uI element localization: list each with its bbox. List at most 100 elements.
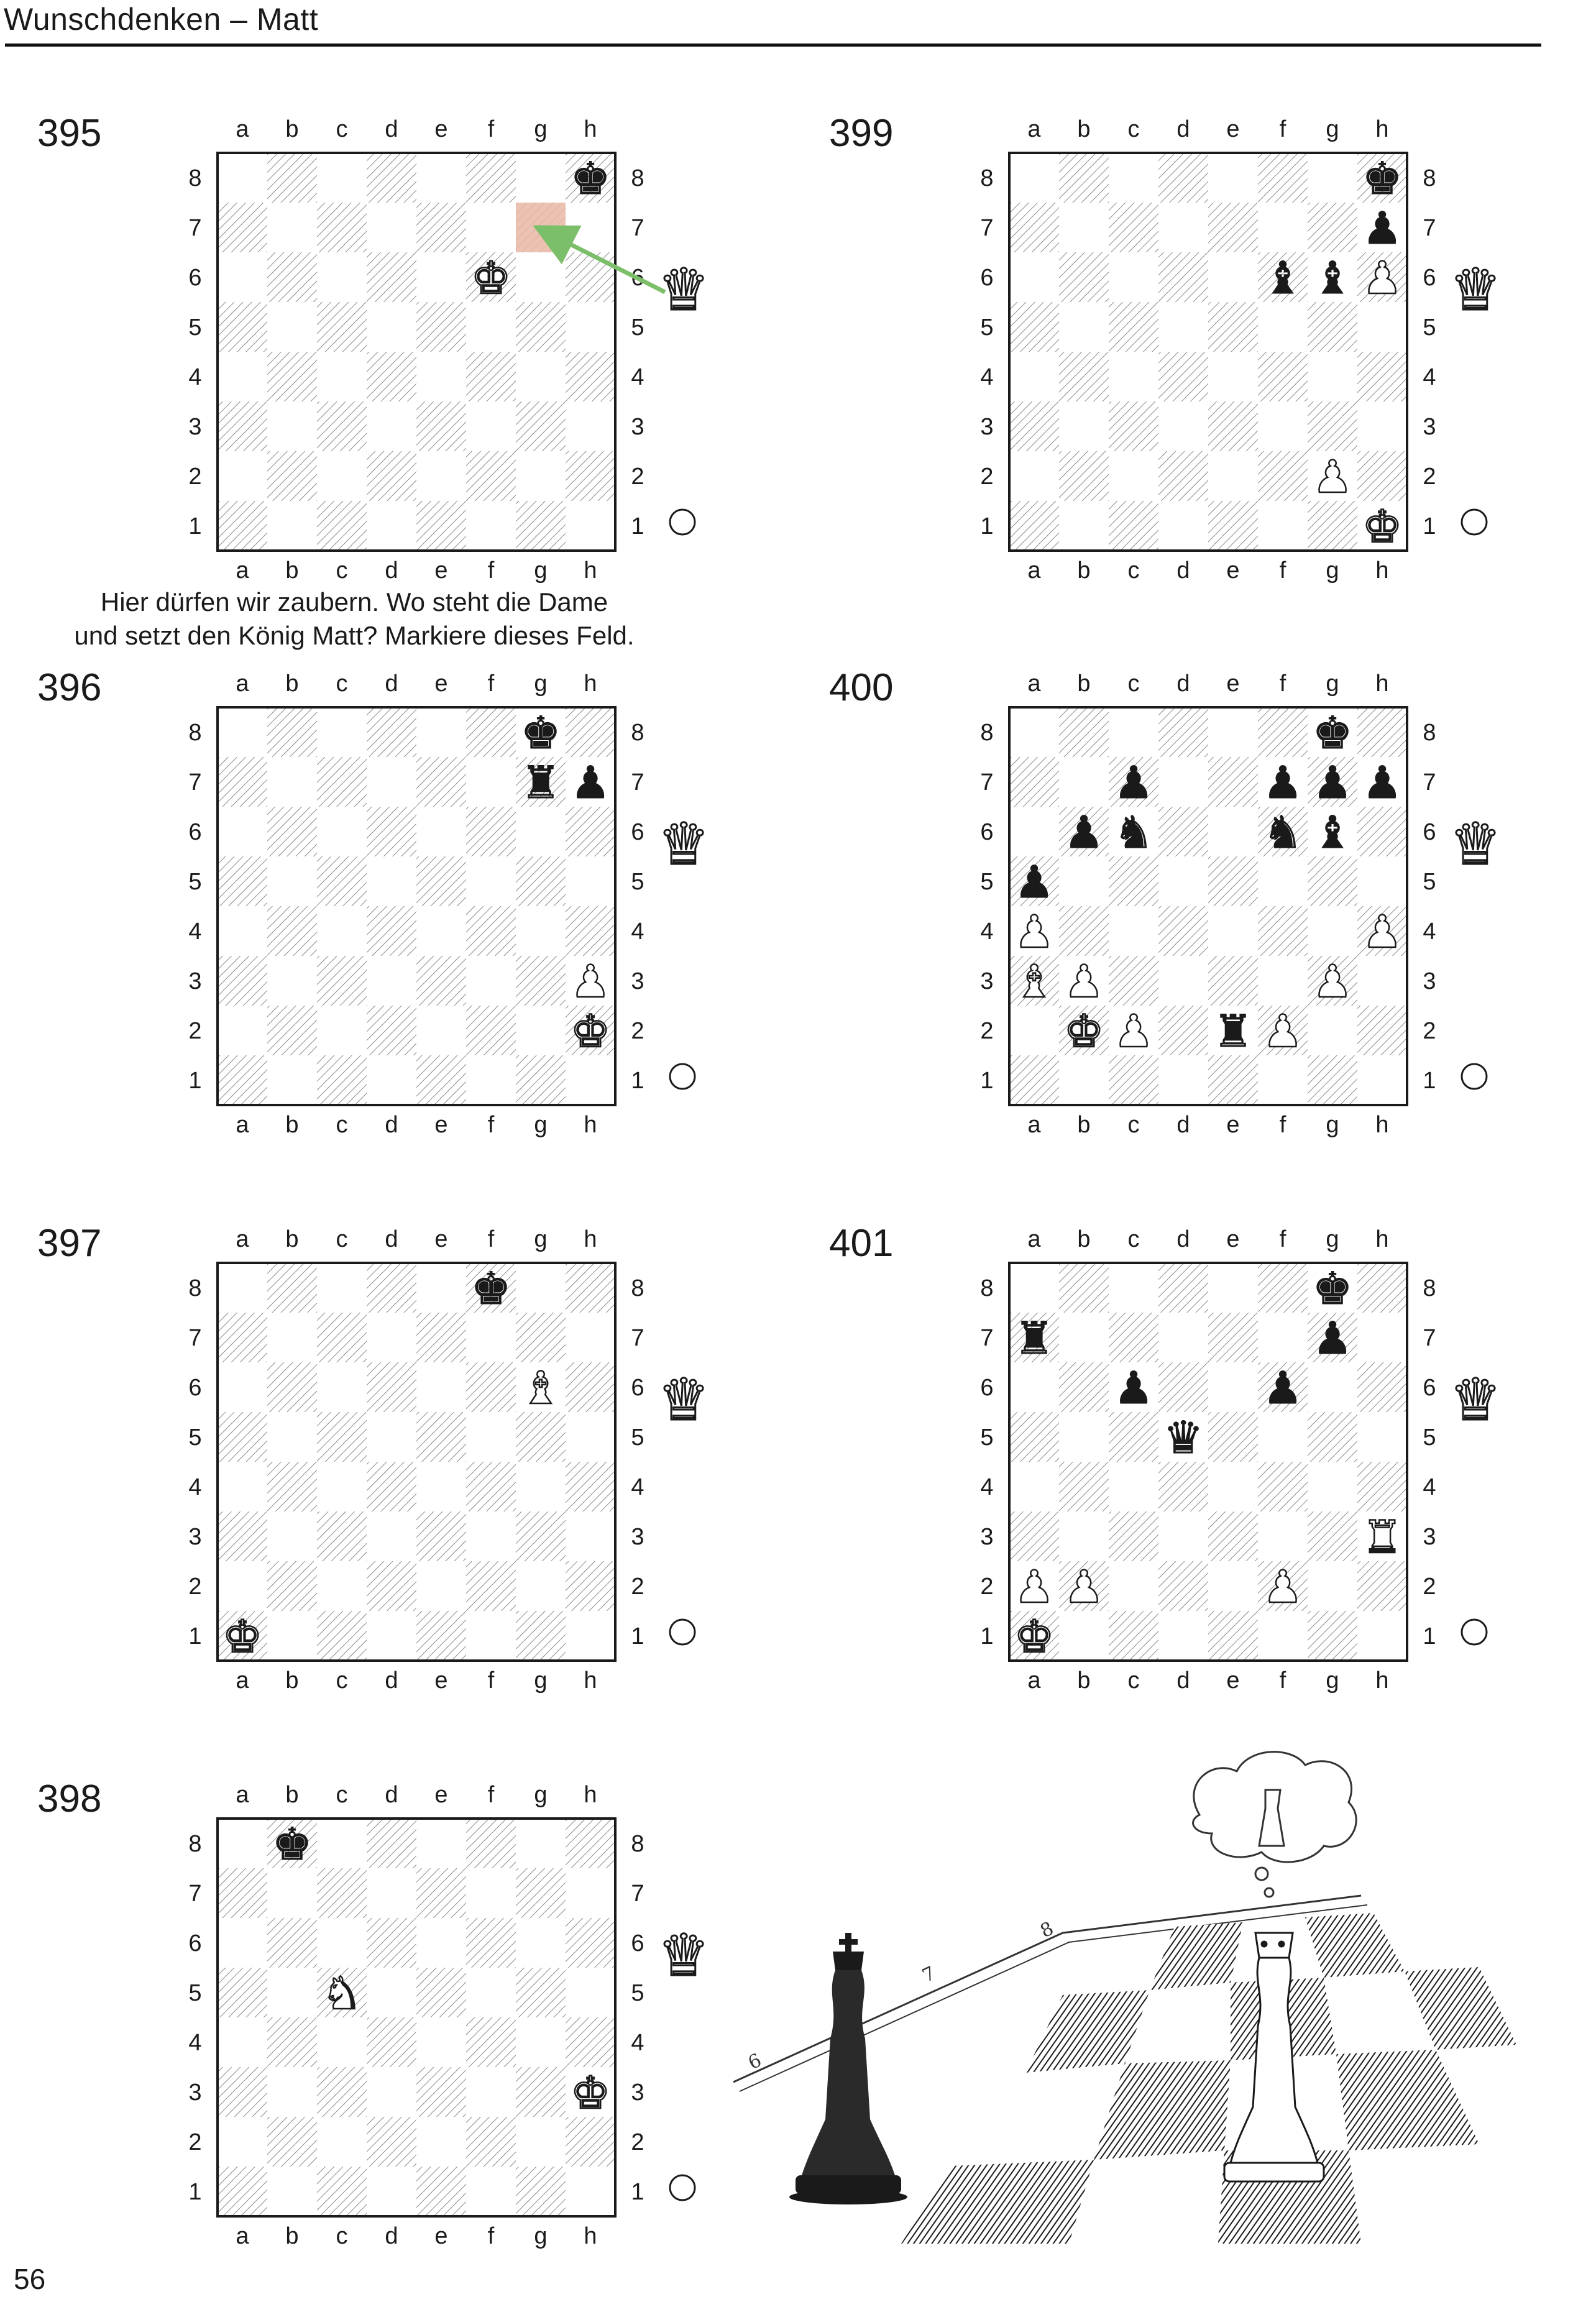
square-d3[interactable]	[1158, 1512, 1208, 1561]
square-d4[interactable]	[367, 1462, 416, 1512]
square-b6[interactable]	[1059, 807, 1109, 856]
square-b8[interactable]	[267, 153, 317, 203]
square-e2[interactable]	[416, 2117, 466, 2167]
square-g5[interactable]	[516, 1412, 566, 1462]
square-f8[interactable]	[466, 1819, 516, 1868]
square-d6[interactable]	[367, 807, 416, 856]
square-d3[interactable]	[367, 401, 416, 451]
square-c4[interactable]	[317, 2017, 367, 2067]
square-g6[interactable]	[1308, 252, 1357, 302]
square-b1[interactable]	[267, 1055, 317, 1105]
square-a3[interactable]	[1009, 956, 1059, 1006]
square-h3[interactable]	[1357, 401, 1407, 451]
square-a4[interactable]	[1009, 352, 1059, 401]
square-a2[interactable]	[218, 451, 267, 501]
square-d3[interactable]	[367, 2067, 416, 2117]
square-e4[interactable]	[1208, 906, 1258, 956]
square-h7[interactable]	[1357, 1313, 1407, 1362]
square-f6[interactable]	[466, 807, 516, 856]
square-h8[interactable]	[566, 1263, 615, 1313]
square-c3[interactable]	[1109, 1512, 1158, 1561]
square-h7[interactable]	[1357, 203, 1407, 252]
square-g4[interactable]	[516, 352, 566, 401]
square-g5[interactable]	[516, 856, 566, 906]
square-e7[interactable]	[1208, 1313, 1258, 1362]
square-e1[interactable]	[1208, 1055, 1258, 1105]
square-e3[interactable]	[416, 1512, 466, 1561]
square-h6[interactable]	[1357, 252, 1407, 302]
square-e6[interactable]	[416, 1918, 466, 1968]
square-a6[interactable]	[1009, 252, 1059, 302]
square-a6[interactable]	[218, 1362, 267, 1412]
square-a5[interactable]	[1009, 302, 1059, 352]
square-h7[interactable]	[566, 1313, 615, 1362]
square-g8[interactable]	[516, 1819, 566, 1868]
square-b3[interactable]	[1059, 956, 1109, 1006]
square-h5[interactable]	[1357, 302, 1407, 352]
square-e1[interactable]	[416, 1055, 466, 1105]
square-a3[interactable]	[218, 956, 267, 1006]
square-a5[interactable]	[1009, 1412, 1059, 1462]
square-b5[interactable]	[267, 302, 317, 352]
square-d2[interactable]	[367, 1561, 416, 1611]
square-a7[interactable]	[218, 1868, 267, 1918]
square-f5[interactable]	[1258, 1412, 1308, 1462]
square-a3[interactable]	[218, 2067, 267, 2117]
square-c5[interactable]	[317, 302, 367, 352]
square-d8[interactable]	[1158, 1263, 1208, 1313]
square-a4[interactable]	[218, 906, 267, 956]
square-a7[interactable]	[218, 757, 267, 807]
square-e8[interactable]	[1208, 707, 1258, 757]
square-a2[interactable]	[218, 1561, 267, 1611]
square-d3[interactable]	[1158, 401, 1208, 451]
square-f1[interactable]	[466, 2167, 516, 2216]
square-b1[interactable]	[267, 1611, 317, 1661]
square-h1[interactable]	[566, 1055, 615, 1105]
square-f6[interactable]	[466, 252, 516, 302]
square-f1[interactable]	[1258, 1055, 1308, 1105]
square-b1[interactable]	[1059, 1611, 1109, 1661]
square-d6[interactable]	[1158, 252, 1208, 302]
square-g4[interactable]	[1308, 906, 1357, 956]
square-f7[interactable]	[466, 1868, 516, 1918]
square-a1[interactable]	[1009, 1611, 1059, 1661]
square-d5[interactable]	[367, 1412, 416, 1462]
square-e2[interactable]	[416, 1006, 466, 1055]
square-e3[interactable]	[1208, 1512, 1258, 1561]
square-c6[interactable]	[1109, 252, 1158, 302]
square-b7[interactable]	[267, 1868, 317, 1918]
square-d2[interactable]	[1158, 451, 1208, 501]
square-b4[interactable]	[267, 906, 317, 956]
square-e2[interactable]	[1208, 1006, 1258, 1055]
square-d2[interactable]	[367, 451, 416, 501]
square-f6[interactable]	[1258, 807, 1308, 856]
square-a1[interactable]	[218, 1055, 267, 1105]
square-a1[interactable]	[218, 1611, 267, 1661]
square-c5[interactable]	[317, 1412, 367, 1462]
square-c2[interactable]	[317, 1006, 367, 1055]
square-a6[interactable]	[218, 1918, 267, 1968]
square-b1[interactable]	[1059, 1055, 1109, 1105]
square-a6[interactable]	[218, 807, 267, 856]
square-e3[interactable]	[1208, 956, 1258, 1006]
square-c2[interactable]	[1109, 1561, 1158, 1611]
square-d4[interactable]	[1158, 352, 1208, 401]
square-h8[interactable]	[1357, 1263, 1407, 1313]
square-h2[interactable]	[566, 2117, 615, 2167]
square-c4[interactable]	[317, 1462, 367, 1512]
square-g6[interactable]	[516, 252, 566, 302]
square-d6[interactable]	[1158, 1362, 1208, 1412]
square-a3[interactable]	[1009, 1512, 1059, 1561]
square-d5[interactable]	[1158, 856, 1208, 906]
square-h8[interactable]	[1357, 707, 1407, 757]
square-e5[interactable]	[1208, 1412, 1258, 1462]
square-c5[interactable]	[1109, 1412, 1158, 1462]
square-c1[interactable]	[317, 1611, 367, 1661]
square-a5[interactable]	[218, 302, 267, 352]
white-queen-icon[interactable]: ♛	[657, 810, 710, 879]
square-e4[interactable]	[416, 906, 466, 956]
square-a4[interactable]	[1009, 1462, 1059, 1512]
square-a7[interactable]	[1009, 1313, 1059, 1362]
square-f8[interactable]	[1258, 1263, 1308, 1313]
square-a8[interactable]	[1009, 153, 1059, 203]
